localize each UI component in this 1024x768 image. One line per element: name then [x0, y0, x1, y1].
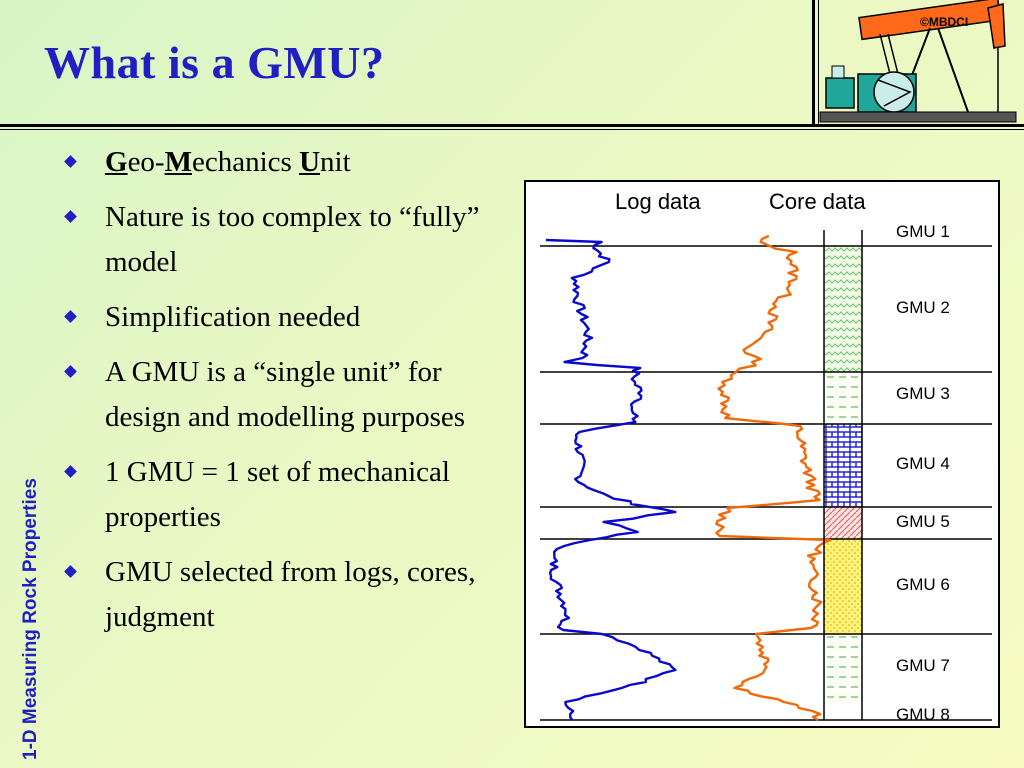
- acronym-letter: M: [164, 146, 192, 178]
- diamond-bullet-icon: [64, 465, 77, 478]
- bullet-item: 1 GMU = 1 set of mechanical properties: [64, 450, 516, 540]
- core-data-header: Core data: [769, 189, 866, 214]
- title-underline-thin: [0, 129, 1024, 130]
- gmu-label: GMU 8: [896, 705, 950, 724]
- bullet-text: A GMU is a “single unit” for design and …: [105, 356, 466, 433]
- bullet-item: A GMU is a “single unit” for design and …: [64, 350, 516, 440]
- log-data-header: Log data: [615, 189, 701, 214]
- gmu-label: GMU 1: [896, 222, 950, 241]
- slide-title: What is a GMU?: [44, 37, 385, 88]
- bullet-item: Nature is too complex to “fully” model: [64, 195, 516, 285]
- bullet-item: Geo-Mechanics Unit: [64, 140, 516, 185]
- core-column: [824, 246, 862, 702]
- bullet-text-part: echanics: [191, 146, 300, 178]
- title-underline-thick: [0, 124, 1024, 127]
- gmu-label: GMU 7: [896, 656, 950, 675]
- gmu-label: GMU 4: [896, 454, 950, 473]
- acronym-letter: G: [105, 146, 128, 178]
- section-side-label: 1-D Measuring Rock Properties: [20, 478, 41, 760]
- bullet-text: 1 GMU = 1 set of mechanical properties: [105, 456, 450, 533]
- bullet-text: Nature is too complex to “fully” model: [105, 201, 480, 278]
- gmu-label: GMU 5: [896, 512, 950, 531]
- core-lithology-band: [824, 424, 862, 507]
- gmu-label: GMU 6: [896, 575, 950, 594]
- pumpjack-logo-icon: [819, 0, 1017, 123]
- core-lithology-band: [824, 507, 862, 539]
- diamond-bullet-icon: [64, 365, 77, 378]
- diamond-bullet-icon: [64, 155, 77, 168]
- core-lithology-band: [824, 539, 862, 634]
- bullet-text: Geo-Mechanics Unit: [105, 140, 516, 185]
- gmu-figure: Log data Core data GMU 1 GMU 2 GMU 3 GMU 4 G…: [524, 180, 1000, 728]
- header-divider-thin: [818, 0, 819, 124]
- core-lithology-band: [824, 372, 862, 424]
- bullet-item: Simplification needed: [64, 295, 516, 340]
- bullet-text: GMU selected from logs, cores, judgment: [105, 556, 476, 633]
- copyright-label: ©MBDCI: [920, 15, 969, 29]
- gmu-boundary-lines: [540, 245, 992, 721]
- diamond-bullet-icon: [64, 210, 77, 223]
- gmu-label: GMU 2: [896, 298, 950, 317]
- acronym-letter: U: [299, 146, 321, 178]
- core-data-curve: [715, 234, 832, 722]
- bullet-text: Simplification needed: [105, 301, 361, 333]
- bullet-item: GMU selected from logs, cores, judgment: [64, 550, 516, 640]
- header-divider-thick: [812, 0, 815, 124]
- bullet-text-part: eo-: [127, 146, 165, 178]
- diamond-bullet-icon: [64, 310, 77, 323]
- bullet-text-part: nit: [320, 146, 351, 178]
- gmu-figure-graphic: [540, 230, 992, 722]
- log-data-curve: [545, 238, 677, 721]
- core-lithology-band: [824, 634, 862, 702]
- core-lithology-band: [824, 246, 862, 372]
- gmu-label: GMU 3: [896, 384, 950, 403]
- diamond-bullet-icon: [64, 565, 77, 578]
